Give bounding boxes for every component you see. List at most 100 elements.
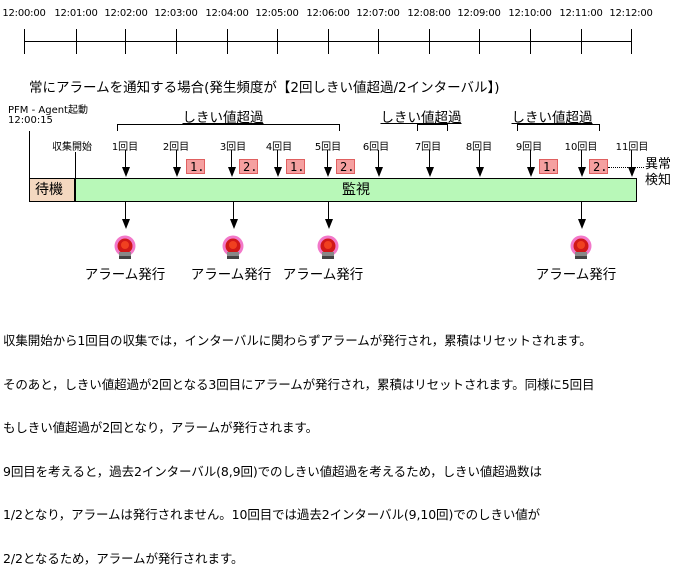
collection-arrow-line <box>176 150 177 168</box>
time-tick-label: 12:00:00 <box>2 8 46 19</box>
time-axis-line <box>24 41 631 42</box>
alarm-lamp-icon <box>317 235 339 259</box>
alarm-arrow-line <box>233 202 234 220</box>
description-line: 1/2となり，アラームは発行されません。10回目では過去2インターバル(9,10… <box>3 507 541 522</box>
arrow-down-icon <box>374 167 383 177</box>
time-tick <box>581 29 582 54</box>
state-monitor: 監視 <box>75 178 637 202</box>
collection-arrow-line <box>125 150 126 168</box>
collection-label: 5回目 <box>314 142 342 153</box>
collection-label: 1回目 <box>111 142 139 153</box>
arrow-down-icon <box>577 219 586 229</box>
arrow-down-icon <box>627 167 636 177</box>
anomaly-detection-line1: 異常 <box>645 157 672 172</box>
agent-start-time: 12:00:15 <box>8 115 53 126</box>
description-text: 収集開始から1回目の収集では，インターバルに関わらずアラームが発行され，累積はリ… <box>3 305 595 581</box>
anomaly-detection-label: 異常 検知 <box>645 157 671 189</box>
threshold-bracket <box>517 124 600 131</box>
threshold-bracket <box>117 124 340 131</box>
time-tick-label: 12:09:00 <box>457 8 501 19</box>
alarm-issued-label: アラーム発行 <box>535 267 617 283</box>
anomaly-dotted-line <box>608 167 644 168</box>
time-tick-label: 12:01:00 <box>54 8 98 19</box>
collection-label: 11回目 <box>615 142 649 153</box>
time-tick <box>125 29 126 54</box>
threshold-exceeded-label: しきい値超過 <box>380 110 462 126</box>
arrow-down-icon <box>273 167 282 177</box>
threshold-counter-badge: 2. <box>239 159 258 174</box>
time-tick <box>76 29 77 54</box>
arrow-down-icon <box>121 167 130 177</box>
arrow-down-icon <box>324 219 333 229</box>
collection-label: 8回目 <box>465 142 493 153</box>
diagram-heading: 常にアラームを通知する場合(発生頻度が【2回しきい値超過/2インターバル】) <box>29 80 500 96</box>
time-tick <box>378 29 379 54</box>
time-tick <box>227 29 228 54</box>
time-tick <box>429 29 430 54</box>
anomaly-detection-line2: 検知 <box>645 173 672 188</box>
collection-label: 4回目 <box>265 142 293 153</box>
description-line: もしきい値超過が2回となり，アラームが発行されます。 <box>3 420 318 435</box>
collection-arrow-line <box>327 150 328 168</box>
description-line: 2/2となるため，アラームが発行されます。 <box>3 550 244 566</box>
collection-start-line <box>75 152 76 178</box>
threshold-exceeded-label: しきい値超過 <box>511 110 593 126</box>
threshold-counter-badge: 2. <box>589 159 608 174</box>
collection-arrow-line <box>530 150 531 168</box>
collection-start-label: 収集開始 <box>52 142 92 153</box>
time-tick-label: 12:03:00 <box>154 8 198 19</box>
collection-arrow-line <box>479 150 480 168</box>
collection-label: 10回目 <box>564 142 598 153</box>
collection-label: 6回目 <box>362 142 390 153</box>
threshold-counter-badge: 1. <box>186 159 205 174</box>
collection-arrow-line <box>378 150 379 168</box>
collection-label: 7回目 <box>414 142 442 153</box>
alarm-lamp-icon <box>222 235 244 259</box>
alarm-arrow-line <box>125 202 126 220</box>
arrow-down-icon <box>425 167 434 177</box>
arrow-down-icon <box>121 219 130 229</box>
arrow-down-icon <box>475 167 484 177</box>
alarm-lamp-icon <box>570 235 592 259</box>
collection-arrow-line <box>429 150 430 168</box>
time-tick-label: 12:11:00 <box>559 8 603 19</box>
arrow-down-icon <box>323 167 332 177</box>
time-tick <box>631 29 632 54</box>
collection-label: 2回目 <box>162 142 190 153</box>
state-wait: 待機 <box>29 178 75 202</box>
alarm-issued-label: アラーム発行 <box>84 267 166 283</box>
threshold-counter-badge: 1. <box>539 159 558 174</box>
arrow-down-icon <box>526 167 535 177</box>
time-tick <box>328 29 329 54</box>
description-line: 収集開始から1回目の収集では，インターバルに関わらずアラームが発行され，累積はリ… <box>3 333 592 348</box>
collection-arrow-line <box>581 150 582 168</box>
description-line: 9回目を考えると，過去2インターバル(8,9回)でのしきい値超過を考えるため，し… <box>3 463 542 479</box>
collection-label: 3回目 <box>219 142 247 153</box>
collection-label: 9回目 <box>515 142 543 153</box>
collection-arrow-line <box>231 150 232 168</box>
time-tick-label: 12:05:00 <box>255 8 299 19</box>
alarm-arrow-line <box>581 202 582 220</box>
collection-arrow-line <box>631 150 632 168</box>
arrow-down-icon <box>229 219 238 229</box>
alarm-issued-label: アラーム発行 <box>282 267 364 283</box>
alarm-issued-label: アラーム発行 <box>190 267 272 283</box>
time-tick <box>479 29 480 54</box>
time-tick-label: 12:07:00 <box>356 8 400 19</box>
time-tick <box>277 29 278 54</box>
time-tick-label: 12:12:00 <box>609 8 653 19</box>
description-line: そのあと，しきい値超過が2回となる3回目にアラームが発行され，累積はリセットされ… <box>3 376 595 392</box>
threshold-exceeded-label: しきい値超過 <box>182 110 264 126</box>
threshold-counter-badge: 2. <box>336 159 355 174</box>
threshold-counter-badge: 1. <box>286 159 305 174</box>
alarm-lamp-icon <box>114 235 136 259</box>
time-tick <box>176 29 177 54</box>
time-tick <box>530 29 531 54</box>
time-tick-label: 12:02:00 <box>104 8 148 19</box>
threshold-bracket <box>417 124 448 131</box>
agent-start-line <box>29 131 30 178</box>
time-tick-label: 12:08:00 <box>407 8 451 19</box>
time-tick-label: 12:04:00 <box>205 8 249 19</box>
arrow-down-icon <box>172 167 181 177</box>
arrow-down-icon <box>577 167 586 177</box>
